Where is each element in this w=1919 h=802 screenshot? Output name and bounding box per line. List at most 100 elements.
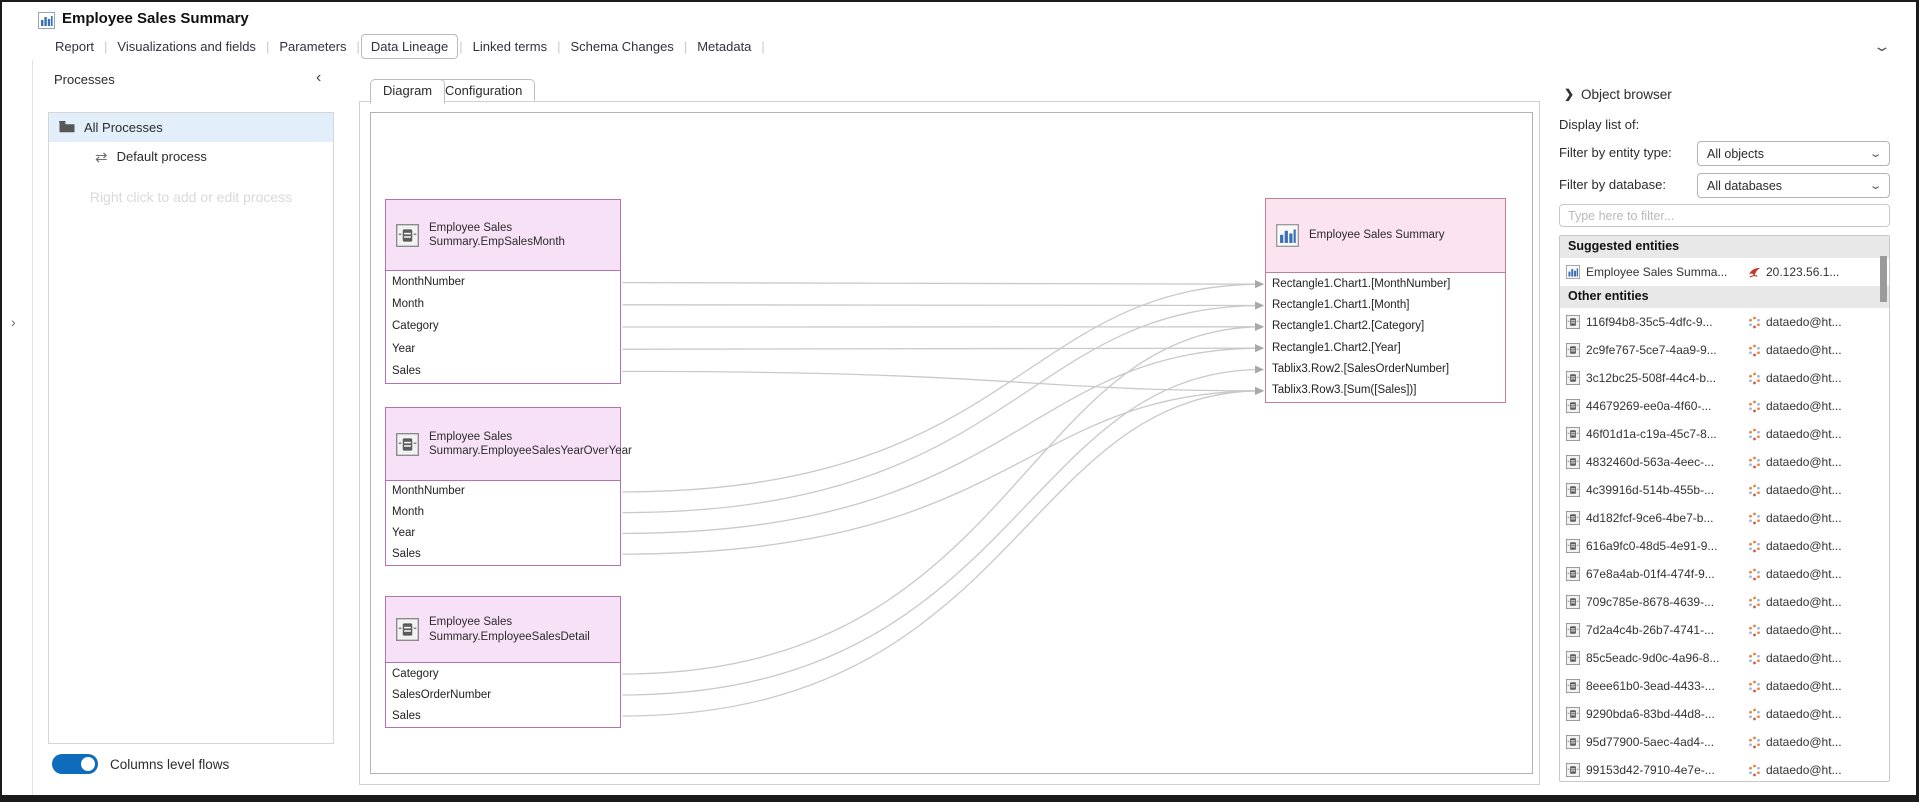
source-entity-box-1[interactable]: Employee Sales Summary.EmployeeSalesYear… bbox=[385, 407, 632, 566]
entity-box-header[interactable]: Employee Sales Summary.EmployeeSalesYear… bbox=[386, 408, 632, 481]
entity-list-scrollbar[interactable] bbox=[1880, 256, 1887, 302]
lineage-wire bbox=[622, 365, 1264, 696]
entity-name: 709c785e-8678-4639-... bbox=[1586, 595, 1715, 609]
entity-source: dataedo@ht... bbox=[1766, 427, 1842, 441]
source-field[interactable]: MonthNumber bbox=[392, 276, 465, 289]
entity-list-item[interactable]: 116f94b8-35c5-4dfc-9...dataedo@ht... bbox=[1560, 308, 1889, 336]
table-icon bbox=[1566, 427, 1580, 441]
tab-linked-terms[interactable]: Linked terms bbox=[472, 38, 548, 54]
source-field[interactable]: Sales bbox=[392, 364, 421, 377]
entity-list-item[interactable]: 616a9fc0-48d5-4e91-9...dataedo@ht... bbox=[1560, 532, 1889, 560]
entity-name: 4d182fcf-9ce6-4be7-b... bbox=[1586, 511, 1714, 525]
source-field[interactable]: Month bbox=[392, 298, 424, 311]
table-icon bbox=[1566, 595, 1580, 609]
chevron-down-icon[interactable]: ⌄ bbox=[1872, 38, 1892, 54]
tab-diagram[interactable]: Diagram bbox=[370, 79, 446, 104]
suggested-entities-header: Suggested entities bbox=[1560, 236, 1889, 258]
target-field[interactable]: Tablix3.Row2.[SalesOrderNumber] bbox=[1272, 362, 1450, 375]
entity-list-item[interactable]: 4d182fcf-9ce6-4be7-b...dataedo@ht... bbox=[1560, 504, 1889, 532]
entity-source: dataedo@ht... bbox=[1766, 567, 1842, 581]
tab-parameters[interactable]: Parameters bbox=[279, 38, 347, 54]
entity-list-item[interactable]: 9290bda6-83bd-44d8-...dataedo@ht... bbox=[1560, 700, 1889, 728]
tab-metadata[interactable]: Metadata bbox=[697, 38, 752, 54]
entity-box-header[interactable]: Employee Sales Summary.EmployeeSalesDeta… bbox=[386, 597, 620, 663]
source-field[interactable]: Year bbox=[392, 342, 416, 355]
database-dropdown[interactable]: All databases ⌄ bbox=[1697, 173, 1890, 198]
entity-type-dropdown[interactable]: All objects ⌄ bbox=[1697, 141, 1890, 166]
source-field[interactable]: SalesOrderNumber bbox=[392, 688, 492, 701]
tab-visualizations-and-fields[interactable]: Visualizations and fields bbox=[117, 38, 256, 54]
expand-panel-icon[interactable]: › bbox=[11, 314, 16, 330]
target-field[interactable]: Rectangle1.Chart1.[MonthNumber] bbox=[1272, 277, 1451, 290]
source-field[interactable]: Category bbox=[392, 667, 439, 680]
entity-list-item[interactable]: 85c5eadc-9d0c-4a96-8...dataedo@ht... bbox=[1560, 644, 1889, 672]
chevron-down-icon: ⌄ bbox=[1868, 148, 1883, 160]
tab-configuration[interactable]: Configuration bbox=[432, 79, 536, 103]
entity-list-item[interactable]: 44679269-ee0a-4f60-...dataedo@ht... bbox=[1560, 392, 1889, 420]
process-item-all-processes[interactable]: All Processes bbox=[49, 113, 333, 142]
target-field[interactable]: Rectangle1.Chart1.[Month] bbox=[1272, 298, 1410, 311]
source-field[interactable]: Month bbox=[392, 506, 424, 519]
source-field[interactable]: Category bbox=[392, 320, 439, 333]
collapse-panel-icon[interactable]: ‹ bbox=[316, 69, 322, 86]
table-icon bbox=[1566, 735, 1580, 749]
entity-name: 4832460d-563a-4eec-... bbox=[1586, 455, 1715, 469]
table-icon bbox=[1566, 707, 1580, 721]
target-field[interactable]: Tablix3.Row3.[Sum([Sales])] bbox=[1272, 384, 1417, 397]
entity-list-item[interactable]: 3c12bc25-508f-44c4-b...dataedo@ht... bbox=[1560, 364, 1889, 392]
entity-list-item[interactable]: 4832460d-563a-4eec-... dataedo@ht... bbox=[1560, 448, 1889, 476]
columns-level-flows-toggle[interactable] bbox=[52, 754, 98, 774]
dataedo-icon bbox=[1748, 512, 1761, 525]
entity-list-item[interactable]: 8eee61b0-3ead-4433-...dataedo@ht... bbox=[1560, 672, 1889, 700]
lineage-wire bbox=[622, 386, 1264, 717]
entity-source: dataedo@ht... bbox=[1766, 763, 1842, 777]
entity-list-item[interactable]: 67e8a4ab-01f4-474f-9...dataedo@ht... bbox=[1560, 560, 1889, 588]
entity-box-title: Employee Sales Summary bbox=[1309, 229, 1445, 242]
entity-box-header[interactable]: Employee Sales Summary.EmpSalesMonth bbox=[386, 200, 620, 271]
entity-list-item[interactable]: 709c785e-8678-4639-...dataedo@ht... bbox=[1560, 588, 1889, 616]
entity-list-item[interactable]: 4c39916d-514b-455b-...dataedo@ht... bbox=[1560, 476, 1889, 504]
display-list-label: Display list of: bbox=[1559, 117, 1640, 132]
entity-list-item[interactable]: 46f01d1a-c19a-45c7-8... dataedo@ht... bbox=[1560, 420, 1889, 448]
process-item-default-process[interactable]: ⇄Default process bbox=[49, 142, 333, 171]
target-field[interactable]: Rectangle1.Chart2.[Year] bbox=[1272, 341, 1401, 354]
entity-name: 46f01d1a-c19a-45c7-8... bbox=[1586, 427, 1717, 441]
table-icon bbox=[1566, 371, 1580, 385]
entity-list-item[interactable]: 99153d42-7910-4e7e-...dataedo@ht... bbox=[1560, 756, 1889, 781]
entity-source: dataedo@ht... bbox=[1766, 315, 1842, 329]
toggle-label: Columns level flows bbox=[110, 756, 230, 772]
entity-box-header[interactable]: Employee Sales Summary bbox=[1266, 199, 1505, 273]
tab-report[interactable]: Report bbox=[55, 38, 95, 54]
source-field[interactable]: Sales bbox=[392, 547, 421, 560]
object-browser-expander-icon[interactable]: ❯ bbox=[1564, 87, 1575, 101]
lineage-connections bbox=[622, 280, 1264, 717]
dataedo-icon bbox=[1748, 596, 1761, 609]
entity-type-filter-label: Filter by entity type: bbox=[1559, 145, 1672, 160]
source-field[interactable]: MonthNumber bbox=[392, 485, 465, 498]
entity-source: dataedo@ht... bbox=[1766, 343, 1842, 357]
left-strip bbox=[4, 60, 33, 795]
tab-schema-changes[interactable]: Schema Changes bbox=[570, 38, 674, 54]
table-icon bbox=[1566, 763, 1580, 777]
entity-source: dataedo@ht... bbox=[1766, 707, 1842, 721]
source-entity-box-2[interactable]: Employee Sales Summary.EmployeeSalesDeta… bbox=[385, 596, 621, 728]
entity-list-item[interactable]: Employee Sales Summa...20.123.56.1... bbox=[1560, 258, 1889, 286]
entity-list-item[interactable]: 2c9fe767-5ce7-4aa9-9...dataedo@ht... bbox=[1560, 336, 1889, 364]
source-field[interactable]: Sales bbox=[392, 709, 421, 722]
entity-filter-input[interactable] bbox=[1559, 204, 1890, 227]
entity-name: 4c39916d-514b-455b-... bbox=[1586, 483, 1715, 497]
entity-list-item[interactable]: 95d77900-5aec-4ad4-...dataedo@ht... bbox=[1560, 728, 1889, 756]
dataedo-icon bbox=[1748, 456, 1761, 469]
source-field[interactable]: Year bbox=[392, 526, 416, 539]
entity-name: 44679269-ee0a-4f60-... bbox=[1586, 399, 1712, 413]
entity-list-item[interactable]: 7d2a4c4b-26b7-4741-...dataedo@ht... bbox=[1560, 616, 1889, 644]
target-field[interactable]: Rectangle1.Chart2.[Category] bbox=[1272, 320, 1425, 333]
entity-source: dataedo@ht... bbox=[1766, 455, 1842, 469]
tab-data-lineage[interactable]: Data Lineage bbox=[360, 33, 459, 59]
dataedo-icon bbox=[1748, 428, 1761, 441]
table-icon bbox=[1566, 399, 1580, 413]
